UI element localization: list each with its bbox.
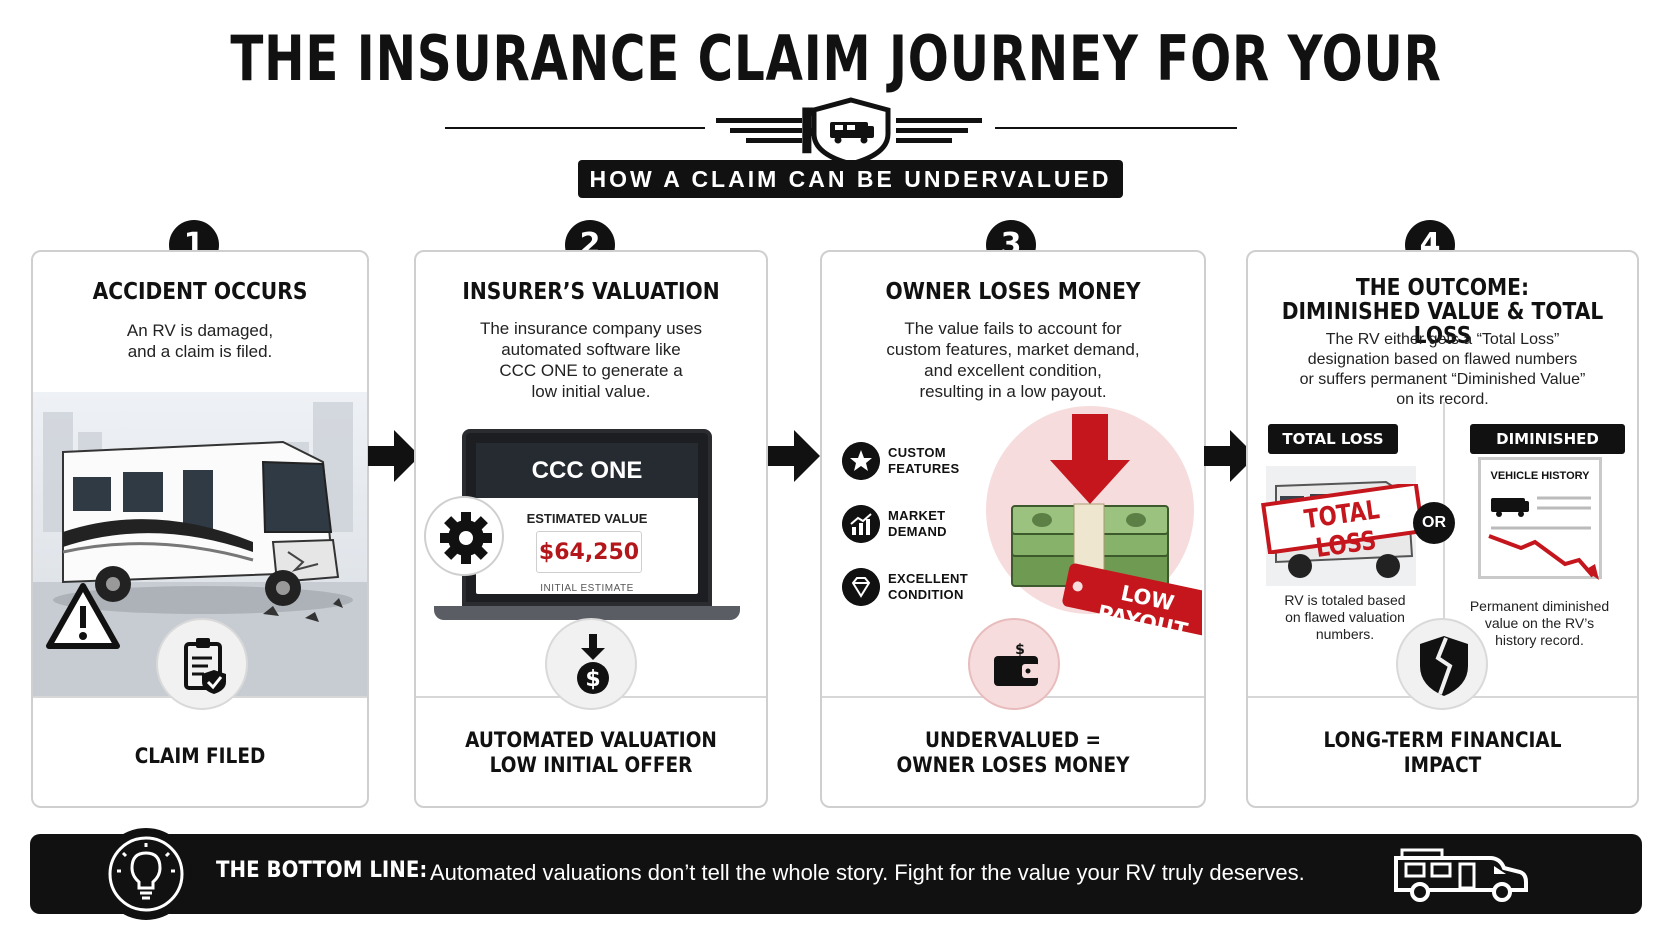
step-description: The RV either gets a “Total Loss” design… [1299, 331, 1586, 408]
step-footer: CLAIM FILED [134, 744, 266, 768]
or-badge: OR [1413, 502, 1455, 544]
clipboard-check-icon [184, 638, 226, 694]
step-title: ACCIDENT OCCURS [92, 279, 308, 305]
arrow-right-icon [768, 430, 820, 482]
star-icon [842, 442, 880, 480]
chart-up-icon [842, 505, 880, 543]
vehicle-history-title: VEHICLE HISTORY [1490, 470, 1590, 482]
diamond-icon [842, 568, 880, 606]
wing-left [716, 118, 802, 143]
subtitle-banner: HOW A CLAIM CAN BE UNDERVALUED [578, 160, 1123, 198]
rv-body [62, 440, 340, 606]
feature-market: MARKET DEMAND [842, 505, 972, 545]
bottom-line-text: Automated valuations don’t tell the whol… [430, 860, 1305, 885]
dollar-down-icon: $ [577, 634, 609, 694]
shield-rv-icon [811, 97, 891, 166]
step-footer: LONG-TERM FINANCIAL IMPACT [1323, 728, 1562, 777]
rv-icon [1394, 848, 1528, 902]
wallet-icon-circle: $ [968, 618, 1060, 710]
step-description: An RV is damaged, and a claim is filed. [126, 321, 274, 361]
header-decoration [445, 97, 1237, 166]
declining-value-chart [1488, 496, 1599, 580]
step-title: INSURER’S VALUATION [462, 279, 720, 305]
step-title: OWNER LOSES MONEY [885, 279, 1141, 305]
low-payout-tag [1062, 563, 1202, 636]
laptop-screen: CCC ONE ESTIMATED VALUE $64,250 INITIAL … [462, 429, 712, 606]
wing-right [896, 118, 982, 143]
total-loss-caption: RV is totaled based on flawed valuation … [1284, 592, 1406, 642]
step-title: THE OUTCOME: DIMINISHED VALUE & TOTAL LO… [1281, 275, 1604, 349]
impact-icon-circle [1396, 618, 1488, 710]
vehicle-history-card: VEHICLE HISTORY [1478, 457, 1602, 580]
svg-text:$: $ [1015, 642, 1025, 658]
estimated-value: $64,250 [536, 531, 642, 573]
arrow-right-icon [368, 430, 420, 482]
arrow-right-icon [1204, 430, 1256, 482]
gear-circle [424, 496, 504, 576]
diminished-value-tag: DIMINISHED VALUE [1470, 424, 1625, 478]
lightbulb-circle [100, 828, 192, 920]
feature-custom: CUSTOM FEATURES [842, 442, 972, 482]
laptop-base [434, 606, 740, 620]
step-panel-4: THE OUTCOME: DIMINISHED VALUE & TOTAL LO… [1246, 250, 1639, 808]
bottom-line-label: THE BOTTOM LINE: [216, 858, 428, 883]
estimated-value-label: ESTIMATED VALUE [526, 511, 648, 526]
valuation-screen: CCC ONE ESTIMATED VALUE $64,250 INITIAL … [476, 443, 698, 594]
total-loss-tag: TOTAL LOSS [1268, 424, 1398, 454]
broken-shield-icon [1420, 636, 1468, 696]
diminished-value-caption: Permanent diminished value on the RV’s h… [1469, 598, 1610, 648]
feature-condition: EXCELLENT CONDITION [842, 568, 972, 608]
claim-icon-circle [156, 618, 248, 710]
svg-text:$: $ [585, 667, 600, 692]
step-panel-2: INSURER’S VALUATION The insurance compan… [414, 250, 768, 808]
step-description: The value fails to account for custom fe… [886, 319, 1140, 401]
wallet-icon: $ [994, 642, 1040, 686]
gear-icon [440, 512, 492, 564]
money-illustration [986, 406, 1202, 636]
step-footer: UNDERVALUED = OWNER LOSES MONEY [896, 728, 1130, 777]
lightbulb-icon [108, 836, 184, 912]
step-description: The insurance company uses automated sof… [479, 319, 703, 401]
down-arrow-icon [1050, 414, 1130, 504]
warning-icon [46, 583, 120, 649]
initial-estimate-label: INITIAL ESTIMATE [540, 583, 634, 594]
software-brand: CCC ONE [476, 443, 698, 498]
step-panel-1: ACCIDENT OCCURS An RV is damaged, and a … [31, 250, 369, 808]
step-panel-3: OWNER LOSES MONEY The value fails to acc… [820, 250, 1206, 808]
step-footer: AUTOMATED VALUATION LOW INITIAL OFFER [465, 728, 717, 777]
bottom-line-bar: THE BOTTOM LINE: Automated valuations do… [30, 828, 1642, 920]
valuation-icon-circle: $ [545, 618, 637, 710]
